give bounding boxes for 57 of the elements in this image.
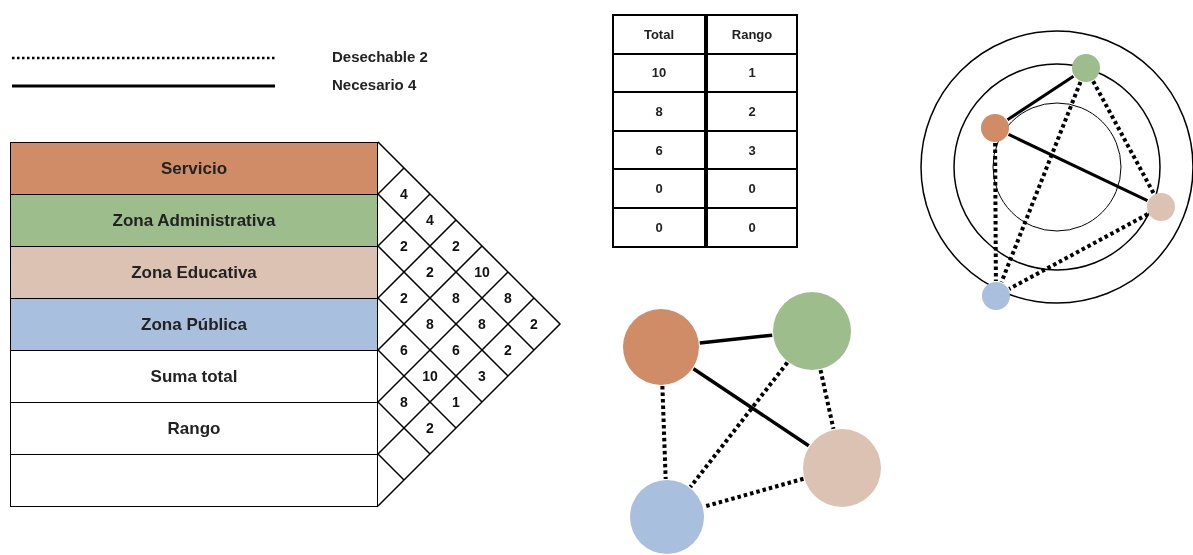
matrix-value: 2 <box>426 421 434 435</box>
column-header: Total <box>612 14 706 55</box>
category-row <box>10 454 378 507</box>
table-cell: 0 <box>706 168 798 209</box>
table-cell: 8 <box>612 91 706 132</box>
connector-line <box>999 81 1083 283</box>
matrix-value: 8 <box>504 291 512 305</box>
matrix-value: 2 <box>426 265 434 279</box>
matrix-value: 2 <box>400 239 408 253</box>
connector-line <box>1007 133 1149 202</box>
connector-line <box>1008 212 1149 291</box>
table-cell: 1 <box>706 52 798 94</box>
category-row: Zona Administrativa <box>10 194 378 247</box>
connector-line <box>993 143 998 281</box>
matrix-value: 2 <box>530 317 538 331</box>
matrix-value: 4 <box>426 213 434 227</box>
connector-line <box>692 367 810 448</box>
circle-node <box>981 114 1009 142</box>
matrix-value: 8 <box>478 317 486 331</box>
category-row: Suma total <box>10 350 378 403</box>
matrix-value: 8 <box>426 317 434 331</box>
table-cell: 10 <box>612 52 706 94</box>
table-cell: 0 <box>706 207 798 248</box>
connector-line <box>1006 75 1075 121</box>
table-cell: 3 <box>706 129 798 171</box>
connector-line <box>699 333 773 345</box>
matrix-value: 2 <box>400 291 408 305</box>
matrix-value: 4 <box>400 187 408 201</box>
connector-line <box>818 369 836 430</box>
category-row: Servicio <box>10 142 378 195</box>
connector-line <box>703 476 804 509</box>
category-row: Rango <box>10 402 378 455</box>
matrix-value: 10 <box>422 369 438 383</box>
table-cell: 6 <box>612 129 706 171</box>
connector-line <box>1091 80 1156 195</box>
category-row: Zona Pública <box>10 298 378 351</box>
matrix-value: 6 <box>400 343 408 357</box>
table-cell: 2 <box>706 91 798 132</box>
connector-line <box>660 385 668 480</box>
column-header: Rango <box>706 14 798 55</box>
matrix-value: 3 <box>478 369 486 383</box>
circle-node <box>1147 193 1175 221</box>
legend-text: Desechable 2 <box>332 48 428 65</box>
matrix-value: 10 <box>474 265 490 279</box>
table-cell: 0 <box>612 168 706 209</box>
circle-node <box>1072 54 1100 82</box>
matrix-value: 2 <box>452 239 460 253</box>
matrix-value: 8 <box>400 395 408 409</box>
table-cell: 0 <box>612 207 706 248</box>
matrix-value: 1 <box>452 395 460 409</box>
category-row: Zona Educativa <box>10 246 378 299</box>
matrix-value: 6 <box>452 343 460 357</box>
matrix-value: 2 <box>504 343 512 357</box>
connector-line <box>688 361 789 489</box>
matrix-value: 8 <box>452 291 460 305</box>
legend-text: Necesario 4 <box>332 76 417 93</box>
circle-node <box>982 282 1010 310</box>
